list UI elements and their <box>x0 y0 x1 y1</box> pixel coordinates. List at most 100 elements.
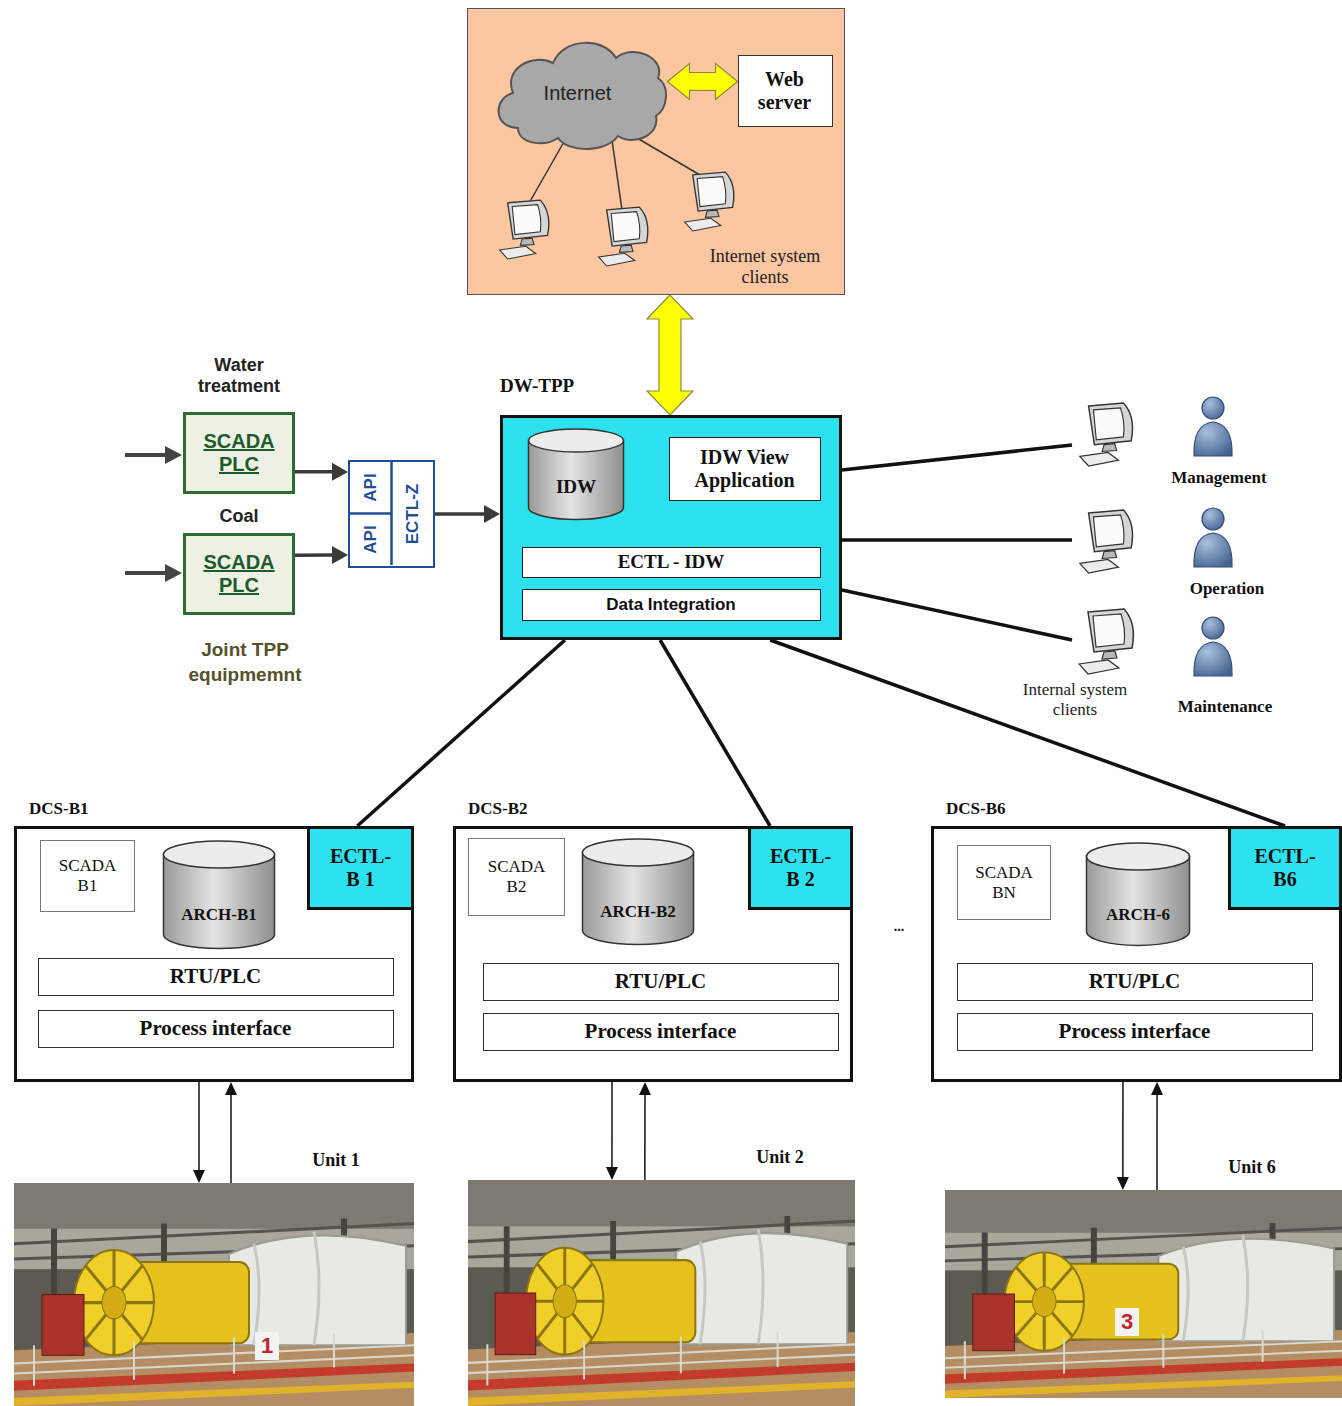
node-text: SCADA B1 <box>52 843 124 909</box>
node-text: SCADA BN <box>968 848 1040 917</box>
shape-outline <box>1085 842 1191 947</box>
network-link <box>842 445 1072 470</box>
person-icon <box>1194 508 1232 567</box>
node-text: Water treatment <box>173 349 305 403</box>
node-text: IDW <box>527 462 625 512</box>
unit-photo-picture <box>945 1190 1342 1398</box>
internet-zone-fill <box>467 8 845 295</box>
computer-icon <box>1080 403 1133 466</box>
signal-arrow <box>606 1082 618 1180</box>
rtu-plc-band: RTU/PLC <box>957 963 1313 1001</box>
node-text: DCS-B2 <box>468 797 608 821</box>
connector-line <box>435 512 486 516</box>
connector-line <box>842 590 1072 640</box>
signal-arrow <box>435 505 500 523</box>
etl-band: ECTL - IDW <box>522 547 821 578</box>
scada-plc-box: Water treatmentSCADA PLC <box>183 412 295 494</box>
network-link <box>660 640 770 826</box>
node-text: Operation <box>1172 575 1282 603</box>
node-text: Management <box>1156 464 1282 492</box>
etl-box: ECTL- B 1 <box>307 826 414 910</box>
ellipsis-mark: ... <box>884 916 914 938</box>
computer-icon <box>685 172 734 231</box>
input-arrow <box>125 446 182 582</box>
archive-cylinder: ARCH-B1 <box>162 840 276 950</box>
arrow-head <box>1117 1177 1129 1190</box>
network-wire <box>528 135 705 210</box>
network-link <box>842 590 1072 640</box>
signal-arrow <box>639 1082 651 1180</box>
node-text: Internet system clients <box>690 242 840 292</box>
node-text: Unit 6 <box>1202 1154 1302 1180</box>
group-label: Joint TPP equipmemnt <box>150 634 340 692</box>
cloud-outline <box>498 42 665 148</box>
connector-line <box>660 640 770 826</box>
network-link <box>842 540 1072 541</box>
client-group: Operation <box>1072 505 1284 605</box>
node-text: Unit 2 <box>730 1144 830 1170</box>
divider-line <box>350 512 392 515</box>
data-warehouse-box: DW-TPPIDWIDW View ApplicationECTL - IDWD… <box>500 415 842 640</box>
node-text: ECTL-Z <box>392 462 432 565</box>
arrow-head <box>484 505 500 523</box>
connector-line <box>1156 1093 1158 1190</box>
node-text: RTU/PLC <box>39 959 392 994</box>
node-text: Process interface <box>958 1014 1311 1049</box>
cylinder-top <box>529 429 624 452</box>
rtu-plc-band: RTU/PLC <box>38 958 394 996</box>
node-text: ARCH-B1 <box>162 895 276 935</box>
internet-cloud: Internet <box>488 28 668 158</box>
node-text: ECTL - IDW <box>523 548 819 576</box>
unit-photo-picture <box>14 1183 414 1406</box>
drawing-part <box>528 140 565 205</box>
computer-icon <box>500 200 549 259</box>
etl-box: ECTL- B 2 <box>748 826 853 910</box>
drawing-part <box>632 135 705 178</box>
connector-line <box>198 1082 200 1172</box>
connector-line <box>770 640 1285 826</box>
dcs-box: DCS-B2SCADA B2ARCH-B2ECTL- B 2RTU/PLCPro… <box>453 826 853 1082</box>
node-text: SCADA B2 <box>481 841 553 913</box>
node-text: RTU/PLC <box>484 964 837 999</box>
rtu-plc-band: RTU/PLC <box>483 963 839 1001</box>
computer-icon <box>1079 609 1133 674</box>
application-box: IDW View Application <box>669 437 821 501</box>
unit-photo-picture <box>468 1180 855 1406</box>
connector-line <box>611 1082 613 1169</box>
node-text: SCADA PLC <box>199 417 279 489</box>
dcs-box: DCS-B6SCADA BNARCH-6ECTL- B6RTU/PLCProce… <box>931 826 1342 1082</box>
network-link <box>770 640 1285 826</box>
person-icon <box>1194 397 1232 456</box>
arrow-head <box>1151 1082 1163 1095</box>
integration-band: Data Integration <box>522 589 821 621</box>
scada-box: SCADA B1 <box>40 840 135 912</box>
arrow-head <box>225 1082 237 1095</box>
node-text: IDW View Application <box>673 440 816 498</box>
shape-outline <box>527 428 625 521</box>
network-link <box>357 640 565 826</box>
node-text: API <box>350 514 391 565</box>
connector-line <box>1122 1082 1124 1179</box>
cylinder-top <box>583 839 694 866</box>
unit-number-plate: 1 <box>255 1332 279 1360</box>
node-text: Coal <box>173 502 305 530</box>
client-group: Internal system clientsMaintenance <box>1072 605 1290 727</box>
node-text: DCS-B6 <box>946 797 1086 821</box>
archive-cylinder: ARCH-B2 <box>581 838 695 946</box>
signal-arrow <box>225 1082 237 1183</box>
data-flow-arrow <box>668 63 738 99</box>
scada-box: SCADA B2 <box>468 838 565 916</box>
drawing-part <box>165 446 182 464</box>
node-text: SCADA PLC <box>199 538 279 610</box>
dcs-box: DCS-B1SCADA B1ARCH-B1ECTL- B 1RTU/PLCPro… <box>14 826 414 1082</box>
signal-arrow <box>1151 1082 1163 1190</box>
cylinder-top <box>1087 843 1190 870</box>
block-arrow <box>668 63 738 99</box>
node-text: ECTL- B6 <box>1249 832 1321 904</box>
block-arrow <box>647 295 693 415</box>
node-text: API <box>350 462 391 513</box>
node-text: ARCH-B2 <box>581 892 695 932</box>
node-text: Unit 1 <box>286 1147 386 1173</box>
client-group: Management <box>1072 398 1284 494</box>
